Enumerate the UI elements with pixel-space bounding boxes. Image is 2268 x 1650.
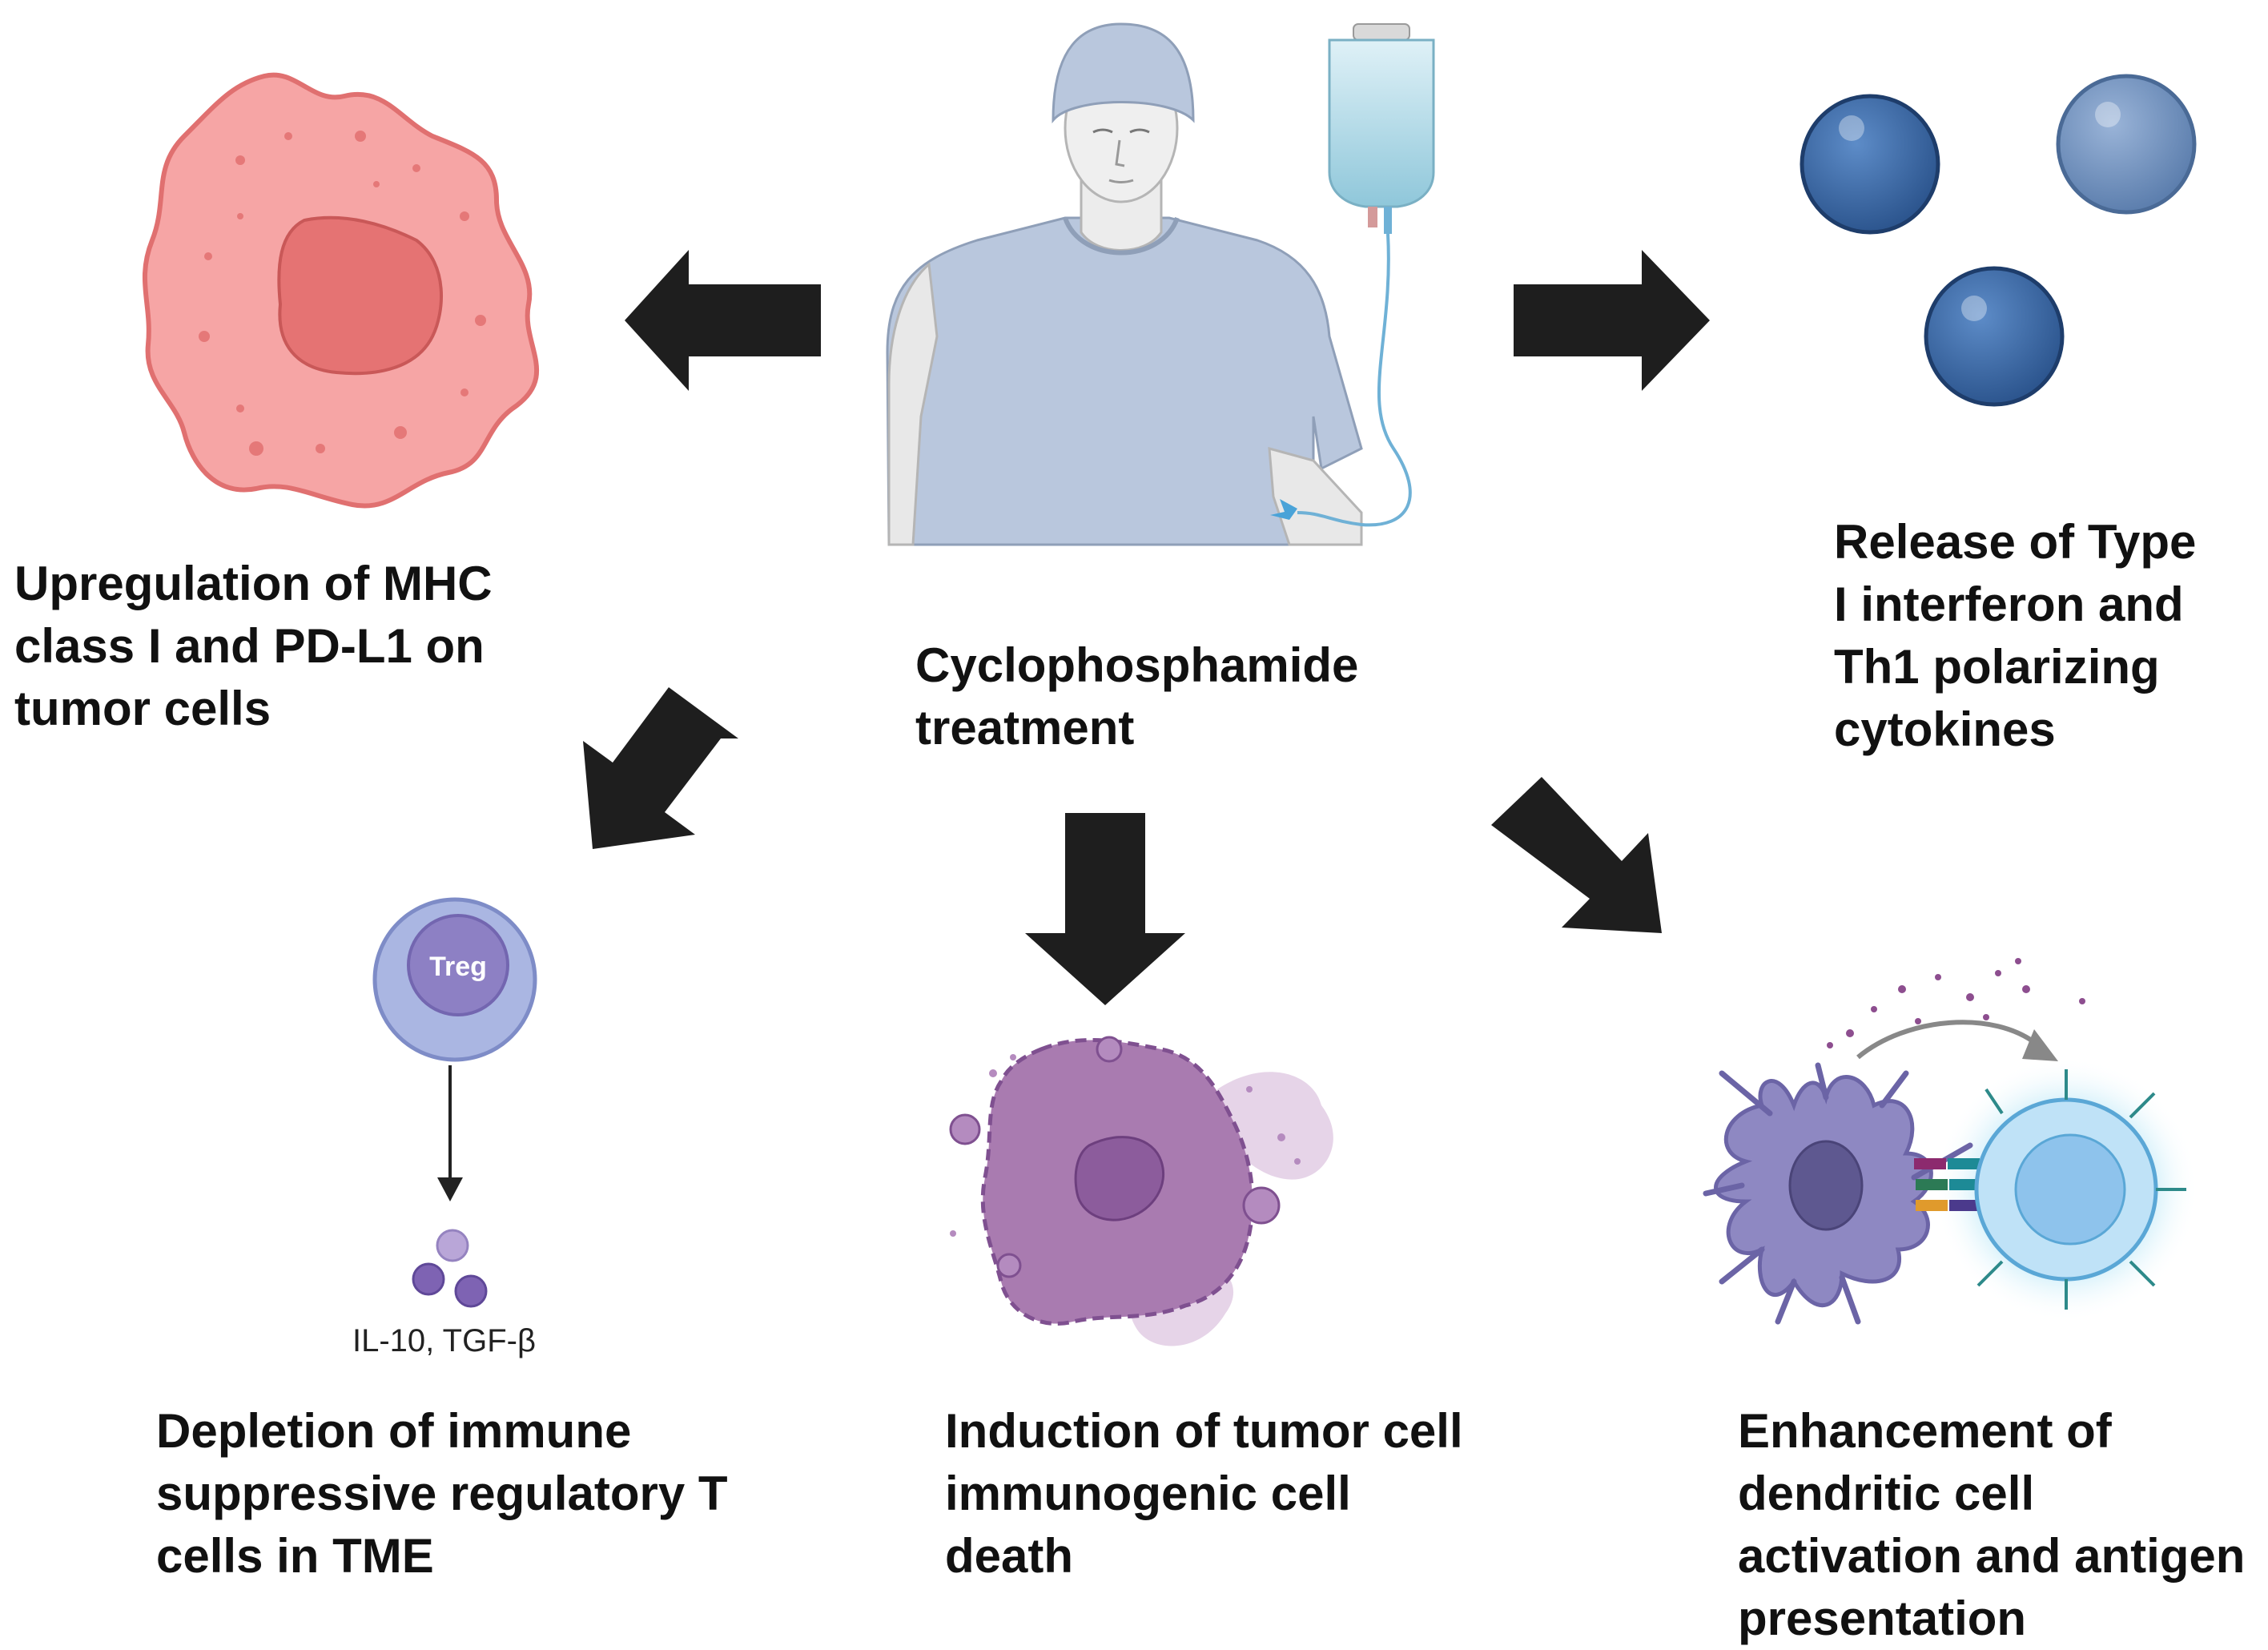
cytokine-ball-1: [1800, 94, 1940, 235]
effect-mhc-line-3: tumor cells: [14, 682, 271, 735]
treg-secreted-cytokines: [412, 1229, 488, 1308]
arrow-to-treg: [583, 687, 738, 849]
effect-label-dendritic-activation: Enhancement of dendritic cell activation…: [1738, 1400, 2245, 1650]
effect-death-line-3: death: [945, 1529, 1074, 1583]
effect-mhc-line-2: class I and PD-L1 on: [14, 619, 485, 673]
dying-tumor-cell-illustration: [949, 1036, 1333, 1346]
t-cell-nucleus: [2014, 1133, 2126, 1246]
effect-treg-line-1: Depletion of immune: [156, 1404, 632, 1458]
arrows: [437, 250, 1710, 1201]
dendritic-cell-illustration: [1703, 958, 2198, 1325]
arrow-to-tumor-cell: [625, 250, 821, 391]
tumor-cell-illustration: [142, 72, 539, 509]
center-label-line-2: treatment: [915, 701, 1135, 755]
effect-dc-line-1: Enhancement of: [1738, 1404, 2112, 1458]
effect-interferon-line-1: Release of Type: [1834, 515, 2197, 569]
cytokine-ball-2: [2056, 74, 2197, 215]
patient-left-arm: [887, 262, 939, 546]
iv-bag: [1270, 23, 1435, 527]
effect-interferon-line-2: I interferon and: [1834, 578, 2184, 631]
effect-interferon-line-4: cytokines: [1834, 702, 2056, 756]
patient-cap: [1052, 22, 1195, 124]
receptor-pairs: [1914, 1158, 1981, 1211]
effect-dc-line-2: dendritic cell: [1738, 1467, 2035, 1520]
arrow-to-dendritic-cell: [1491, 777, 1662, 933]
center-label-line-1: Cyclophosphamide: [915, 638, 1359, 692]
patient-collar: [1063, 216, 1180, 256]
effect-interferon-line-3: Th1 polarizing: [1834, 640, 2160, 694]
cytokine-ball-3: [1924, 266, 2065, 407]
effect-death-line-1: Induction of tumor cell: [945, 1404, 1463, 1458]
treg-cytokines-label: IL-10, TGF-β: [352, 1323, 536, 1358]
treg-cell-nucleus: [407, 914, 509, 1016]
cytokine-molecules: [1800, 74, 2197, 407]
effect-label-immunogenic-death: Induction of tumor cell immunogenic cell…: [945, 1400, 1463, 1588]
dying-cell-nucleus: [1074, 1136, 1165, 1221]
effect-label-interferon-release: Release of Type I interferon and Th1 pol…: [1834, 511, 2196, 761]
patient-shirt: [886, 216, 1363, 546]
effect-death-line-2: immunogenic cell: [945, 1467, 1351, 1520]
center-treatment-label: Cyclophosphamide treatment: [915, 634, 1358, 759]
effect-dc-line-4: presentation: [1738, 1592, 2027, 1645]
arrow-to-cytokines: [1514, 250, 1710, 391]
dendritic-cell-nucleus: [1788, 1140, 1864, 1231]
tumor-cell-nucleus: [277, 215, 444, 376]
iv-tube: [1297, 233, 1412, 527]
effect-treg-line-3: cells in TME: [156, 1529, 434, 1583]
effect-label-mhc-upregulation: Upregulation of MHC class I and PD-L1 on…: [14, 553, 493, 740]
treg-cell-illustration: Treg: [372, 897, 537, 1308]
effect-mhc-line-1: Upregulation of MHC: [14, 557, 493, 610]
effect-dc-line-3: activation and antigen: [1738, 1529, 2246, 1583]
effect-label-treg-depletion: Depletion of immune suppressive regulato…: [156, 1400, 728, 1588]
patient-illustration: [886, 22, 1435, 546]
effect-treg-line-2: suppressive regulatory T: [156, 1467, 728, 1520]
activation-arrow: [1856, 1020, 2040, 1060]
arrow-to-cell-death: [1025, 813, 1185, 1005]
treg-cell-label: Treg: [429, 952, 487, 982]
